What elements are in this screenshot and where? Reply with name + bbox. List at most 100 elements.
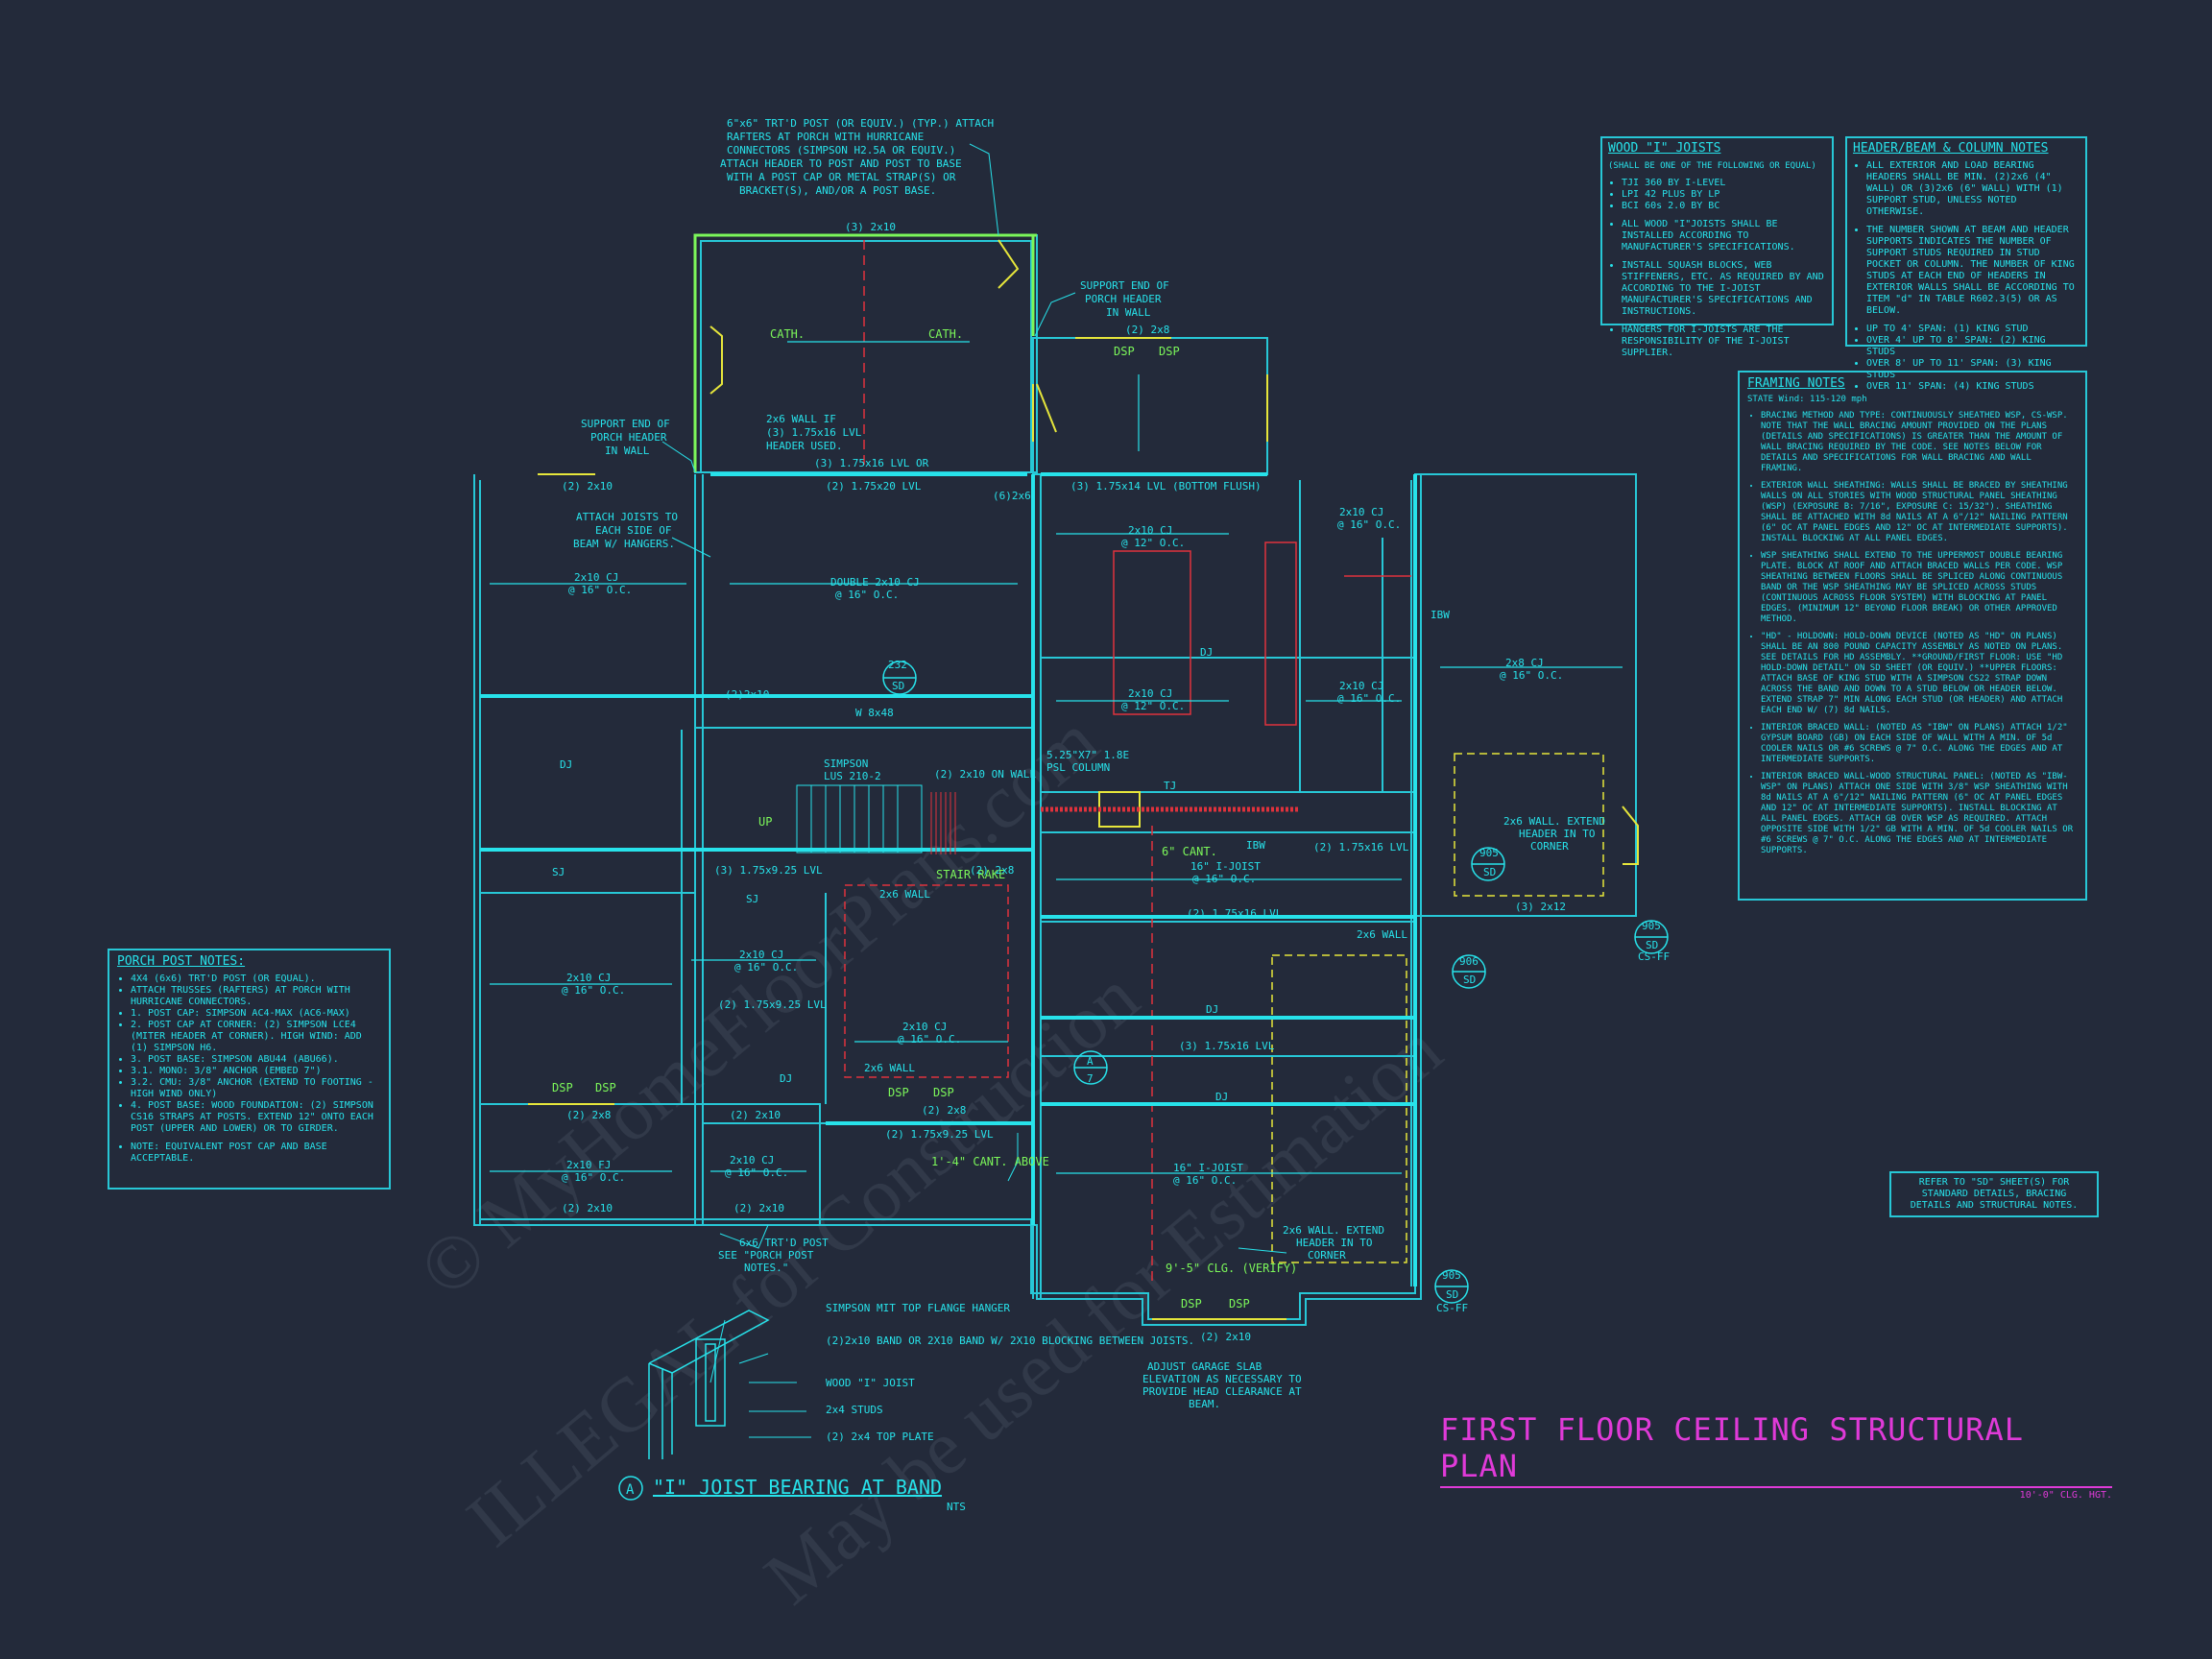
wood-joists-item: INSTALL SQUASH BLOCKS, WEB STIFFENERS, E… <box>1622 260 1826 318</box>
cj-hall: 2x10 CJ <box>739 949 783 961</box>
garage-side-box <box>1454 753 1604 897</box>
header-beam-notes: HEADER/BEAM & COLUMN NOTES ALL EXTERIOR … <box>1845 136 2087 392</box>
dsp-top-2: DSP <box>1159 345 1180 358</box>
porch-note-6: BRACKET(S), AND/OR A POST BASE. <box>739 184 936 197</box>
header-beam-item: OVER 11' SPAN: (4) KING STUDS <box>1866 381 2080 393</box>
dsp-garage-2: DSP <box>1229 1297 1250 1310</box>
stair-rake <box>930 792 956 854</box>
stair-rake: STAIR RAKE <box>936 868 1005 881</box>
dsp-garage-1: DSP <box>1181 1297 1202 1310</box>
at16-left-top: @ 16" O.C. <box>568 584 632 596</box>
csff-b: CS-FF <box>1436 1302 1468 1314</box>
wall-2x6-garage: 2x6 WALL <box>1357 928 1407 941</box>
sd-905-c: 905 <box>1442 1269 1461 1282</box>
ibw-right: IBW <box>1431 609 1450 621</box>
porch-post-item: 4. POST BASE: WOOD FOUNDATION: (2) SIMPS… <box>131 1100 381 1135</box>
lvl-925-bottom: (2) 1.75x9.25 LVL <box>718 998 827 1011</box>
detail-a-callouts: SIMPSON MIT TOP FLANGE HANGER (2)2x10 BA… <box>626 1302 1194 1513</box>
cant-6: 6" CANT. <box>1162 845 1217 858</box>
porch-note-4: ATTACH HEADER TO POST AND POST TO BASE <box>720 157 962 170</box>
lvl-16-2-top: (2) 1.75x16 LVL <box>1313 841 1409 854</box>
cj-kitchen-2: 2x10 CJ <box>1128 687 1172 700</box>
detail-a-drawing <box>648 1310 770 1459</box>
wood-joists-subtitle: (SHALL BE ONE OF THE FOLLOWING OR EQUAL) <box>1608 161 1816 171</box>
porch-post-title: PORCH POST NOTES: <box>117 954 246 969</box>
garage-header-box <box>1271 954 1407 1263</box>
w8x48: W 8x48 <box>855 707 894 719</box>
ijoist-bottom: 16" I-JOIST <box>1173 1162 1243 1174</box>
wood-joists-item: LPI 42 PLUS BY LP <box>1622 189 1826 201</box>
detail-a-marker: A <box>626 1482 635 1498</box>
framing-notes: FRAMING NOTES STATE Wind: 115-120 mph BR… <box>1738 371 2087 901</box>
simpson-lus-2: LUS 210-2 <box>824 770 881 782</box>
label-lvl-3: (3) 1.75x16 LVL OR <box>814 457 929 469</box>
header-beam-item: OVER 8' UP TO 11' SPAN: (3) KING STUDS <box>1866 358 2080 381</box>
green-beams <box>693 233 1037 472</box>
detail-a-scale: NTS <box>947 1501 966 1513</box>
label-2x10-porch-bottom-2: (2) 2x10 <box>733 1202 784 1214</box>
ijoist-top: 16" I-JOIST <box>1190 860 1261 873</box>
sj-left: SJ <box>552 866 565 878</box>
attach-joists-3: BEAM W/ HANGERS. <box>573 538 675 550</box>
wall-extend2-1: 2x6 WALL. EXTEND <box>1283 1224 1384 1237</box>
lvl-925-top: (3) 1.75x9.25 LVL <box>714 864 823 877</box>
label-2x10-small: (2)2x10 <box>725 688 769 701</box>
sd-232-sheet: SD <box>892 680 904 692</box>
section-a-label: A <box>1087 1055 1094 1068</box>
garage-slab-2: ELEVATION AS NECESSARY TO <box>1142 1373 1302 1385</box>
porch-post-item: ATTACH TRUSSES (RAFTERS) AT PORCH WITH H… <box>131 985 381 1008</box>
label-2x8-stair: (2) 2x8 <box>970 864 1014 877</box>
porch-post-notes: PORCH POST NOTES: 4X4 (6x6) TRT'D POST (… <box>108 949 391 1190</box>
wall-2x6-hall: 2x6 WALL <box>879 888 930 901</box>
garage-slab-4: BEAM. <box>1189 1398 1220 1410</box>
dsp-mid-2: DSP <box>933 1086 954 1099</box>
porch-post-2: SEE "PORCH POST <box>718 1249 814 1262</box>
framing-notes-item: INTERIOR BRACED WALL: (NOTED AS "IBW" ON… <box>1761 723 2078 765</box>
psl-1: 5.25"X7" 1.8E <box>1046 749 1129 761</box>
title-block: FIRST FLOOR CEILING STRUCTURAL PLAN 10'-… <box>1440 1411 2112 1501</box>
attach-joists-1: ATTACH JOISTS TO <box>576 511 678 523</box>
cj-left-mid: 2x10 CJ <box>566 972 611 984</box>
at12-kitchen: @ 12" O.C. <box>1121 537 1185 549</box>
detail-callout-band: (2)2x10 BAND OR 2X10 BAND W/ 2X10 BLOCKI… <box>826 1334 1194 1347</box>
detail-callout-plate: (2) 2x4 TOP PLATE <box>826 1431 934 1443</box>
label-3-2x12: (3) 2x12 <box>1515 901 1566 913</box>
at16-left-mid: @ 16" O.C. <box>562 984 625 997</box>
sd-906: 906 <box>1459 955 1479 968</box>
sd-905-b: 905 <box>1642 920 1661 932</box>
wood-joists-item: HANGERS FOR I-JOISTS ARE THE RESPONSIBIL… <box>1622 325 1826 359</box>
detail-a-title: "I" JOIST BEARING AT BAND <box>653 1476 942 1499</box>
wall-extend1-1: 2x6 WALL. EXTEND <box>1503 815 1605 828</box>
wood-joists-title: WOOD "I" JOISTS <box>1608 141 1721 156</box>
at16-right-mid: @ 16" O.C. <box>1337 692 1401 705</box>
label-lvl-bottom: (3) 1.75x14 LVL (BOTTOM FLUSH) <box>1070 480 1262 493</box>
header-beam-item: THE NUMBER SHOWN AT BEAM AND HEADER SUPP… <box>1866 225 2080 317</box>
at16-hall: @ 16" O.C. <box>734 961 798 974</box>
header-beam-item: UP TO 4' SPAN: (1) KING STUD <box>1866 324 2080 335</box>
wood-joists-item: ALL WOOD "I"JOISTS SHALL BE INSTALLED AC… <box>1622 219 1826 253</box>
support-end-l-2: PORCH HEADER <box>590 431 667 444</box>
label-2x10-garage: (2) 2x10 <box>1200 1331 1251 1343</box>
header-beam-item: ALL EXTERIOR AND LOAD BEARING HEADERS SH… <box>1866 160 2080 218</box>
sd-906-sheet: SD <box>1463 974 1476 986</box>
label-2-2x10-left: (2) 2x10 <box>562 480 613 493</box>
porch-post-item: 3. POST BASE: SIMPSON ABU44 (ABU66). <box>131 1054 381 1066</box>
sd-905-a-sheet: SD <box>1483 866 1496 878</box>
wall-if-3: HEADER USED. <box>766 440 842 452</box>
detail-callout-hanger: SIMPSON MIT TOP FLANGE HANGER <box>826 1302 1010 1314</box>
refer-sd-note: REFER TO "SD" SHEET(S) FOR STANDARD DETA… <box>1889 1171 2099 1217</box>
label-2x8-porch: (2) 2x8 <box>566 1109 611 1121</box>
stair <box>796 784 923 854</box>
wood-joists-notes: WOOD "I" JOISTS (SHALL BE ONE OF THE FOL… <box>1600 136 1834 358</box>
double-cj: DOUBLE 2x10 CJ <box>830 576 920 589</box>
support-end-r-2: PORCH HEADER <box>1085 293 1162 305</box>
on-wall: (2) 2x10 ON WALL <box>934 768 1036 781</box>
sj-hall: SJ <box>746 893 758 905</box>
wall-if-1: 2x6 WALL IF <box>766 413 836 425</box>
dj-kitchen: DJ <box>1200 646 1213 659</box>
wall-extend1-3: CORNER <box>1530 840 1569 853</box>
dsp-left-2: DSP <box>595 1081 616 1094</box>
cj-left-top: 2x10 CJ <box>574 571 618 584</box>
cath-right: CATH. <box>928 327 963 341</box>
